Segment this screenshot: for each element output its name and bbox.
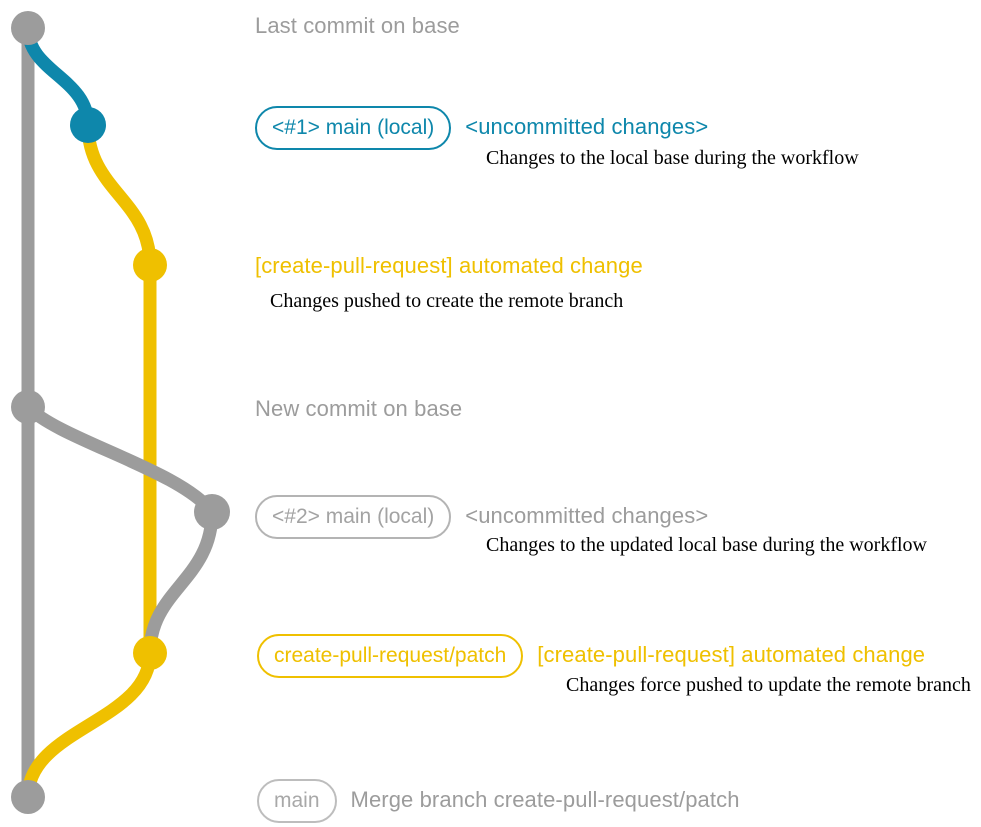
ref-badge-create-pull-request-patch[interactable]: create-pull-request/patch: [257, 634, 524, 678]
commit-subject-last-commit-on-base: Last commit on base: [255, 13, 460, 38]
commit-description-local-main-1: Changes to the local base during the wor…: [486, 147, 859, 169]
ref-badge-local-main-1[interactable]: <#1> main (local): [255, 106, 452, 150]
edge-yellow-lane-upper: [81, 118, 157, 272]
edge-gray-merge-in: [143, 505, 219, 660]
edge-gray-branch-out: [21, 400, 219, 519]
commit-row-local-main-2: <#2> main (local) <uncommitted changes>: [255, 495, 708, 539]
commit-node-local-main-2[interactable]: [194, 494, 230, 530]
commit-subject-automated-change-2: [create-pull-request] automated change: [537, 642, 926, 667]
commit-row-new-commit-on-base: New commit on base: [255, 396, 462, 422]
commit-subject-new-commit-on-base: New commit on base: [255, 396, 463, 421]
commit-row-last-commit-on-base: Last commit on base: [255, 13, 460, 39]
commit-row-local-main-1: <#1> main (local) <uncommitted changes>: [255, 106, 708, 150]
commit-node-automated-change-1[interactable]: [133, 248, 167, 282]
commit-node-automated-change-2[interactable]: [133, 636, 167, 670]
commit-description-automated-change-2: Changes force pushed to update the remot…: [566, 674, 971, 696]
commit-node-merge-commit[interactable]: [11, 780, 45, 814]
commit-row-automated-change-1: [create-pull-request] automated change: [255, 253, 643, 279]
commit-subject-automated-change-1: [create-pull-request] automated change: [255, 253, 643, 278]
edge-yellow-merge-in: [21, 646, 157, 804]
commit-row-merge-commit: main Merge branch create-pull-request/pa…: [257, 779, 740, 823]
commit-node-last-commit-on-base[interactable]: [11, 11, 45, 45]
commit-subject-local-main-2: <uncommitted changes>: [465, 503, 709, 528]
commit-subject-local-main-1: <uncommitted changes>: [465, 114, 709, 139]
commit-node-new-commit-on-base[interactable]: [11, 390, 45, 424]
commit-node-local-main-1[interactable]: [70, 107, 106, 143]
commit-row-automated-change-2: create-pull-request/patch [create-pull-r…: [257, 634, 925, 678]
ref-badge-local-main-2[interactable]: <#2> main (local): [255, 495, 452, 539]
ref-badge-main[interactable]: main: [257, 779, 337, 823]
commit-subject-merge-commit: Merge branch create-pull-request/patch: [350, 787, 740, 812]
commit-description-automated-change-1: Changes pushed to create the remote bran…: [270, 290, 624, 312]
commit-description-local-main-2: Changes to the updated local base during…: [486, 534, 927, 556]
